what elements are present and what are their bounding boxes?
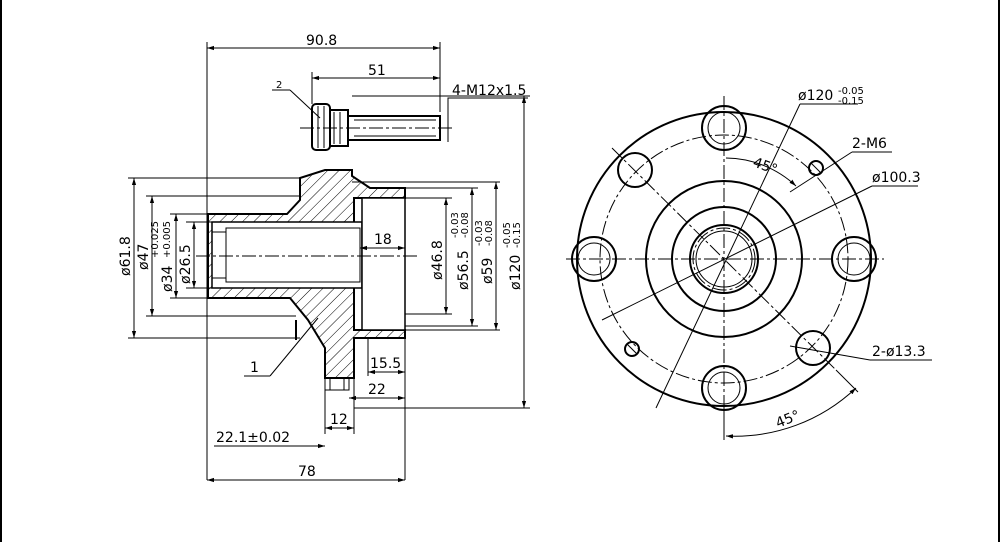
front-view-dimensions: ø120 -0.05 -0.15 2-M6 ø100.3 2-ø13.3 45°… — [601, 86, 932, 440]
dim-phi-120-front-tol-lower: -0.15 — [838, 96, 864, 107]
angle-arc-bottom — [725, 387, 857, 439]
dim-phi-47: ø47 — [136, 244, 152, 270]
dim-phi-56-5: ø56.5 — [456, 250, 472, 290]
dim-78: 78 — [298, 464, 316, 480]
dim-phi-34: ø34 — [160, 266, 176, 292]
dim-phi-26-5: ø26.5 — [178, 244, 194, 284]
dim-12: 12 — [330, 412, 348, 428]
dim-phi-61-8: ø61.8 — [118, 236, 134, 276]
dim-22: 22 — [368, 382, 386, 398]
dim-phi-34-tol-upper: +0.025 — [150, 221, 161, 258]
hole-13-3-upper-left — [617, 152, 653, 188]
hole-13-3-lower-right — [795, 330, 831, 366]
angle-arc-top — [725, 157, 797, 187]
dim-phi-34-tol-lower: +0.005 — [162, 221, 173, 258]
frame-left-border — [0, 0, 2, 542]
dim-phi-120-front-tol-upper: -0.05 — [838, 86, 864, 97]
wheel-bolt — [311, 103, 441, 151]
flange-lower-hole — [324, 377, 350, 391]
angle-label-top: 45° — [751, 155, 780, 179]
bore-thread — [225, 227, 361, 283]
m6-hole-lower-left — [624, 341, 640, 357]
label-2-phi-13-3: 2-ø13.3 — [872, 344, 926, 360]
angle-label-bottom: 45° — [774, 408, 803, 432]
dim-phi-56-5-tol-upper: -0.03 — [450, 212, 461, 238]
dim-22-1: 22.1±0.02 — [216, 430, 290, 446]
front-view — [566, 96, 884, 440]
dim-phi-56-5-tol-lower: -0.08 — [460, 212, 471, 238]
callout-2: 2 — [276, 80, 282, 91]
dim-phi-120-side-tol-upper: -0.05 — [502, 222, 513, 248]
dim-51: 51 — [368, 63, 386, 79]
dim-18: 18 — [374, 232, 392, 248]
dim-phi-120-side: ø120 — [508, 255, 524, 290]
side-view-dimensions: 90.8 51 4-M12x1.5 2 18 ø46.8 ø56.5 -0.03… — [118, 33, 530, 483]
side-section-view — [196, 103, 452, 391]
hub-bore — [211, 221, 363, 289]
dim-phi-100-3: ø100.3 — [872, 170, 921, 186]
dim-phi-120-front: ø120 — [798, 88, 833, 104]
dim-phi-59-tol-upper: -0.03 — [474, 220, 485, 246]
callout-1: 1 — [250, 360, 259, 376]
dim-90-8: 90.8 — [306, 33, 337, 49]
label-2-m6: 2-M6 — [852, 136, 887, 152]
dim-phi-120-side-tol-lower: -0.15 — [512, 222, 523, 248]
dim-phi-46-8: ø46.8 — [430, 240, 446, 280]
dim-15-5: 15.5 — [370, 356, 401, 372]
frame-right-border — [998, 0, 1000, 542]
dim-phi-59: ø59 — [480, 258, 496, 284]
dim-phi-59-tol-lower: -0.08 — [484, 220, 495, 246]
hub-counterbore — [361, 197, 406, 331]
bolt-thread-label: 4-M12x1.5 — [452, 83, 526, 99]
